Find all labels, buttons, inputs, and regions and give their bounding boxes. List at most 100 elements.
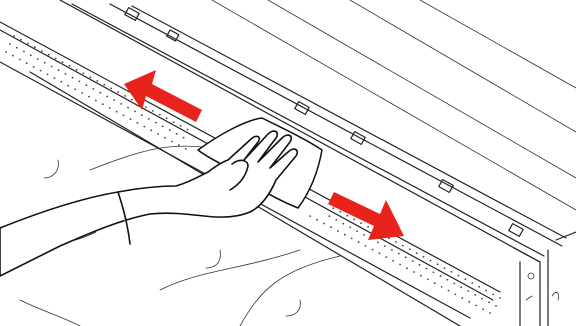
suction-hole (92, 88, 95, 90)
suction-hole (481, 297, 483, 300)
suction-hole (113, 99, 115, 101)
suction-hole (47, 53, 50, 56)
suction-hole (391, 249, 393, 251)
suction-hole (184, 148, 187, 150)
suction-hole (115, 110, 118, 113)
suction-hole (131, 98, 133, 101)
suction-hole (332, 207, 335, 210)
suction-hole (495, 305, 497, 307)
suction-hole (60, 80, 63, 83)
suction-hole (32, 66, 35, 68)
suction-hole (164, 136, 166, 139)
suction-hole (182, 136, 185, 139)
suction-hole (108, 107, 111, 109)
suction-hole (415, 252, 418, 255)
suction-hole (36, 58, 39, 60)
suction-hole (85, 84, 88, 87)
suction-hole (50, 65, 53, 68)
suction-hole (18, 58, 21, 61)
suction-hole (489, 312, 491, 314)
suction-hole (397, 252, 400, 255)
suction-hole (124, 95, 126, 97)
suction-hole (13, 35, 15, 37)
suction-hole (433, 282, 436, 285)
suction-hole (420, 274, 422, 277)
suction-hole (9, 43, 11, 45)
suction-hole (148, 118, 150, 120)
suction-hole (411, 260, 414, 262)
suction-hole (343, 233, 346, 236)
suction-hole (88, 95, 90, 98)
suction-hole (96, 80, 99, 82)
suction-hole (5, 51, 7, 53)
suction-hole (488, 301, 490, 304)
suction-hole (127, 106, 129, 109)
suction-hole (432, 271, 435, 274)
suction-hole (328, 215, 331, 218)
suction-hole (346, 214, 349, 217)
suction-hole (145, 106, 147, 108)
suction-hole (75, 68, 78, 71)
suction-hole (172, 121, 175, 123)
suction-hole (499, 297, 501, 299)
suction-hole (12, 54, 14, 57)
suction-hole (485, 289, 487, 292)
suction-hole (74, 88, 76, 91)
suction-hole (99, 91, 102, 94)
suction-hole (39, 69, 42, 72)
suction-hole (61, 61, 64, 64)
suction-hole (360, 222, 362, 225)
suction-hole (106, 95, 109, 98)
suction-hole (110, 87, 113, 90)
suction-hole (384, 245, 386, 248)
suction-hole (20, 38, 22, 41)
suction-hole (154, 121, 157, 124)
suction-hole (161, 125, 164, 128)
suction-hole (67, 84, 70, 87)
suction-hole (78, 80, 81, 83)
suction-hole (353, 218, 356, 221)
suction-hole (68, 65, 71, 67)
gloved-hand (0, 130, 299, 277)
suction-hole (40, 50, 43, 52)
suction-hole (54, 57, 57, 60)
suction-hole (152, 110, 154, 112)
suction-hole (101, 103, 104, 106)
suction-hole (122, 114, 125, 117)
suction-hole (82, 72, 85, 75)
suction-hole (377, 241, 379, 244)
glove-cuff (117, 191, 131, 245)
suction-hole (404, 256, 407, 259)
suction-hole (186, 128, 189, 131)
suction-hole (474, 293, 477, 296)
suction-hole (453, 282, 456, 285)
suction-hole (129, 118, 132, 120)
suction-hole (157, 133, 160, 135)
suction-hole (475, 304, 478, 307)
direction-arrow-left (124, 70, 202, 122)
suction-hole (43, 61, 46, 64)
direction-arrow-right (328, 192, 404, 240)
media-clamps (124, 6, 524, 238)
suction-hole (57, 69, 60, 72)
suction-hole (349, 226, 352, 229)
suction-hole (440, 286, 443, 288)
suction-hole (53, 77, 56, 79)
suction-hole (464, 278, 467, 281)
suction-hole (165, 117, 168, 120)
suction-hole (378, 252, 381, 255)
suction-hole (363, 234, 365, 236)
suction-hole (367, 226, 369, 228)
suction-hole (471, 282, 474, 284)
suction-hole (478, 285, 481, 288)
suction-hole (136, 121, 139, 124)
platen-end-bracket (513, 231, 576, 326)
suction-hole (443, 267, 446, 269)
suction-hole (395, 241, 397, 243)
suction-hole (385, 256, 388, 258)
suction-hole (460, 286, 463, 289)
suction-hole (81, 92, 83, 94)
suction-hole (454, 293, 457, 296)
